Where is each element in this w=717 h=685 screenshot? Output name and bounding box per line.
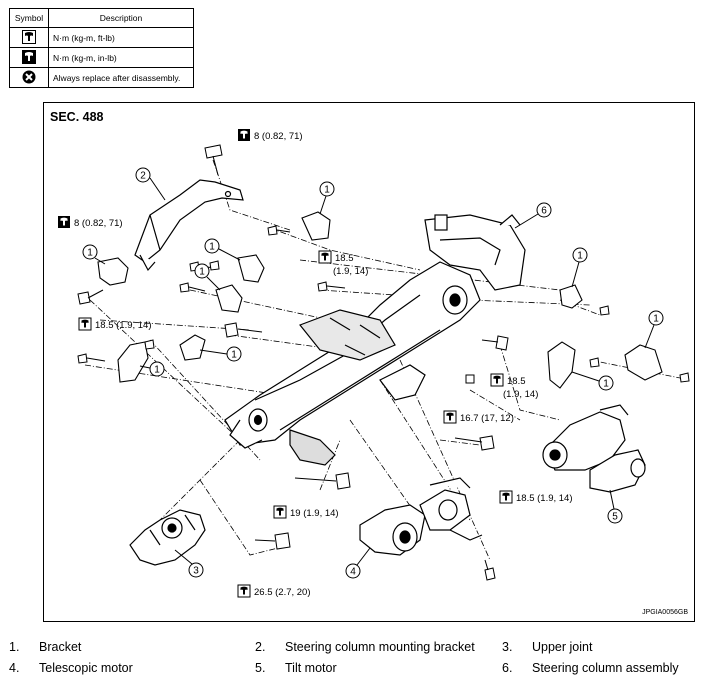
svg-text:1: 1 (231, 350, 237, 361)
callout: 1 (204, 238, 220, 254)
torque-value: (1.9, 14) (333, 266, 368, 277)
part-number: 4. (9, 661, 20, 675)
torque-value: 8 (0.82, 71) (74, 218, 123, 229)
svg-text:1: 1 (209, 242, 215, 253)
svg-text:1: 1 (154, 365, 160, 376)
part-label: Telescopic motor (39, 661, 133, 675)
torque-value: 18.5 (1.9, 14) (516, 493, 573, 504)
callouts: 2 1 6 1 1 1 1 1 1 1 1 5 3 4 1 (82, 167, 664, 579)
legend-text: Always replace after disassembly. (48, 67, 194, 88)
callout: 3 (188, 562, 204, 578)
callout: 5 (607, 508, 623, 524)
svg-text:1: 1 (577, 251, 583, 262)
svg-text:1: 1 (603, 379, 609, 390)
svg-text:2: 2 (140, 171, 146, 182)
tilt-motor (542, 404, 646, 493)
torque-wrench-icon (22, 29, 36, 44)
parts-row: 4. Telescopic motor 5. Tilt motor 6. Ste… (0, 661, 717, 679)
torque-wrench-filled-icon (22, 49, 36, 64)
torque-wrench-filled-icon (238, 129, 250, 141)
torque-value: 18.5 (507, 376, 526, 387)
legend-row: Always replace after disassembly. (9, 67, 194, 88)
torque-value: 18.5 (1.9, 14) (95, 320, 152, 331)
symbol-legend-table: Symbol Description N·m (kg-m, ft-lb) N·m… (9, 8, 194, 88)
bolts (77, 144, 690, 581)
torque-labels: 8 (0.82, 71) 8 (0.82, 71) 18.5 (1.9, 14)… (58, 129, 573, 598)
torque-value: 19 (1.9, 14) (290, 508, 339, 519)
callout: 1 (226, 346, 242, 362)
torque-wrench-icon (273, 505, 287, 519)
callout: 1 (648, 310, 664, 326)
torque-value: 26.5 (2.7, 20) (254, 587, 311, 598)
torque-value: 18.5 (335, 253, 354, 264)
legend-row: N·m (kg-m, ft-lb) (9, 27, 194, 48)
svg-text:6: 6 (541, 206, 547, 217)
steering-column-mounting-bracket (134, 179, 244, 272)
torque-wrench-icon (499, 490, 513, 504)
callout: 4 (345, 563, 361, 579)
part-number: 3. (502, 640, 513, 654)
diagram-frame (43, 102, 695, 622)
callout: 1 (194, 263, 210, 279)
upper-joint (129, 509, 206, 566)
part-label: Tilt motor (285, 661, 337, 675)
torque-wrench-icon (237, 584, 251, 598)
torque-value: 16.7 (17, 12) (460, 413, 514, 424)
callout: 1 (149, 361, 165, 377)
torque-wrench-icon (318, 250, 332, 264)
telescopic-motor (359, 477, 483, 556)
part-label: Bracket (39, 640, 82, 654)
parts-row: 1. Bracket 2. Steering column mounting b… (0, 640, 717, 658)
svg-text:1: 1 (199, 267, 205, 278)
svg-text:3: 3 (193, 566, 199, 577)
svg-text:4: 4 (350, 567, 356, 578)
torque-wrench-icon (443, 410, 457, 424)
steering-column-assembly (224, 214, 526, 466)
svg-text:5: 5 (612, 512, 618, 523)
callout: 1 (598, 375, 614, 391)
callout: 1 (572, 247, 588, 263)
callout: 1 (319, 181, 335, 197)
svg-text:1: 1 (653, 314, 659, 325)
callout: 6 (536, 202, 552, 218)
callout: 1 (82, 244, 98, 260)
torque-wrench-filled-icon (58, 216, 70, 228)
part-number: 2. (255, 640, 266, 654)
part-number: 6. (502, 661, 513, 675)
part-label: Steering column assembly (532, 661, 679, 675)
legend-row: N·m (kg-m, in-lb) (9, 47, 194, 68)
part-label: Upper joint (532, 640, 593, 654)
replace-x-icon (22, 70, 36, 83)
svg-text:1: 1 (87, 248, 93, 259)
part-number: 5. (255, 661, 266, 675)
part-label: Steering column mounting bracket (285, 640, 475, 654)
leader-lines (84, 159, 681, 561)
diagram-code: JPGIA0056GB (642, 609, 688, 616)
section-label: SEC. 488 (50, 110, 104, 124)
part-number: 1. (9, 640, 20, 654)
torque-wrench-icon (78, 317, 92, 331)
torque-value: (1.9, 14) (503, 389, 538, 400)
bracket-parts (97, 211, 663, 389)
torque-value: 8 (0.82, 71) (254, 131, 303, 142)
svg-text:1: 1 (324, 185, 330, 196)
torque-wrench-icon (490, 373, 504, 387)
callout: 2 (135, 167, 151, 183)
